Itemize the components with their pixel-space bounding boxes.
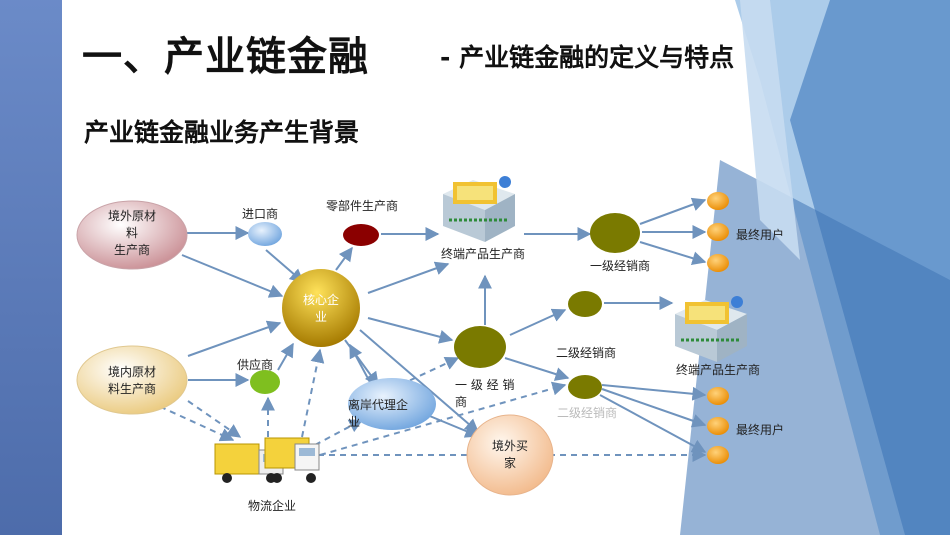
node-parts-maker <box>343 224 379 246</box>
label-logistics: 物流企业 <box>248 499 297 513</box>
arrow-domestic-to-logistics <box>149 401 235 442</box>
arrow-dist1mid-to-dist2 <box>509 308 567 336</box>
page-title-sub: - 产业链金融的定义与特点 <box>440 43 735 72</box>
arrow-logistics-to-core <box>301 348 325 438</box>
label-end-product-mid: 终端产品生产商 <box>676 363 761 377</box>
label-distributor2: 二级经销商 <box>556 346 617 360</box>
label-line: 境内原材 <box>107 365 156 379</box>
label-end-user-bottom: 最终用户 <box>736 423 785 437</box>
label-line: 家 <box>503 456 516 470</box>
end-user-dot <box>707 254 729 272</box>
page-title: 一、产业链金融 <box>82 34 369 80</box>
label-line: 料生产商 <box>107 382 156 396</box>
end-user-dots-bottom <box>707 387 729 464</box>
label-importer: 进口商 <box>242 207 279 221</box>
arrow-dist1-to-user3 <box>639 241 707 265</box>
factory-icon <box>443 176 515 242</box>
label-line: 离岸代理企 <box>348 398 409 412</box>
label-distributor2-faded: 二级经销商 <box>557 406 618 420</box>
label-foreign-raw: 境外原材 料 生产商 <box>97 208 167 259</box>
arrow-agent-to-core <box>349 343 373 387</box>
label-core: 核心企 业 <box>290 292 352 326</box>
label-foreign-buyer: 境外买 家 <box>478 438 542 472</box>
label-line: 一 级 经 销 <box>455 378 515 392</box>
end-user-dot <box>707 192 729 210</box>
label-supplier: 供应商 <box>237 358 274 372</box>
label-distributor1-mid: 一 级 经 销 商 <box>455 377 535 411</box>
label-line: 核心企 <box>302 293 339 307</box>
node-importer <box>248 222 282 246</box>
arrow-dist2faded-to-user6 <box>599 394 707 453</box>
node-offshore-agent <box>348 378 436 430</box>
arrow-dist1-to-user1 <box>639 197 707 225</box>
bg-shape-left-gradient <box>0 0 62 535</box>
end-user-dot <box>707 417 729 435</box>
label-line: 境外原材 <box>107 209 156 223</box>
node-distributor2-faded <box>568 375 602 399</box>
label-line: 料 <box>125 226 138 240</box>
dashed-arrows <box>149 348 707 462</box>
end-user-dot <box>707 387 729 405</box>
arrow-logistics-to-agent <box>314 419 364 446</box>
end-user-dot <box>707 446 729 464</box>
label-line: 业 <box>314 310 327 324</box>
node-core <box>282 269 360 347</box>
factory-icon <box>675 296 747 362</box>
node-distributor2 <box>568 291 602 317</box>
arrow-dist2faded-to-user5 <box>601 388 707 428</box>
arrow-supplier-to-core <box>277 342 294 371</box>
arrow-importer-to-core <box>265 249 305 283</box>
arrow-core-to-dist1mid <box>367 317 454 344</box>
node-distributor1-top <box>590 213 640 253</box>
arrow-dist2faded-to-user4 <box>601 384 707 401</box>
arrow-domestic-to-core <box>187 320 282 357</box>
label-line: 商 <box>455 395 468 409</box>
label-distributor1-top: 一级经销商 <box>590 259 651 273</box>
node-supplier <box>250 370 280 394</box>
end-user-dot <box>707 223 729 241</box>
arrow-logistics-to-dist2faded <box>319 381 567 456</box>
node-foreign-buyer <box>466 414 554 496</box>
bg-shape-dark <box>680 160 950 535</box>
truck-icon <box>214 437 320 483</box>
arrow-core-to-parts <box>335 246 353 271</box>
label-line: 境外买 <box>491 439 528 453</box>
end-user-dots-top <box>707 192 729 272</box>
label-end-user-top: 最终用户 <box>736 228 785 242</box>
arrow-foreign-to-core <box>181 254 284 298</box>
bg-shape-highlight <box>740 0 800 260</box>
arrow-dist1mid-to-dist2faded <box>504 357 570 381</box>
section-subtitle: 产业链金融业务产生背景 <box>84 118 360 147</box>
label-domestic-raw: 境内原材 料生产商 <box>97 364 167 398</box>
arrow-core-to-endproduct <box>367 261 450 294</box>
label-parts-maker: 零部件生产商 <box>326 199 399 213</box>
label-end-product-top: 终端产品生产商 <box>441 247 526 261</box>
label-line: 生产商 <box>113 243 150 257</box>
label-offshore-agent: 离岸代理企 业 <box>348 397 438 431</box>
node-domestic-raw <box>76 345 188 415</box>
solid-arrows <box>181 197 707 453</box>
label-line: 业 <box>348 415 361 429</box>
node-foreign-raw <box>76 200 188 270</box>
node-distributor1-mid <box>454 326 506 368</box>
